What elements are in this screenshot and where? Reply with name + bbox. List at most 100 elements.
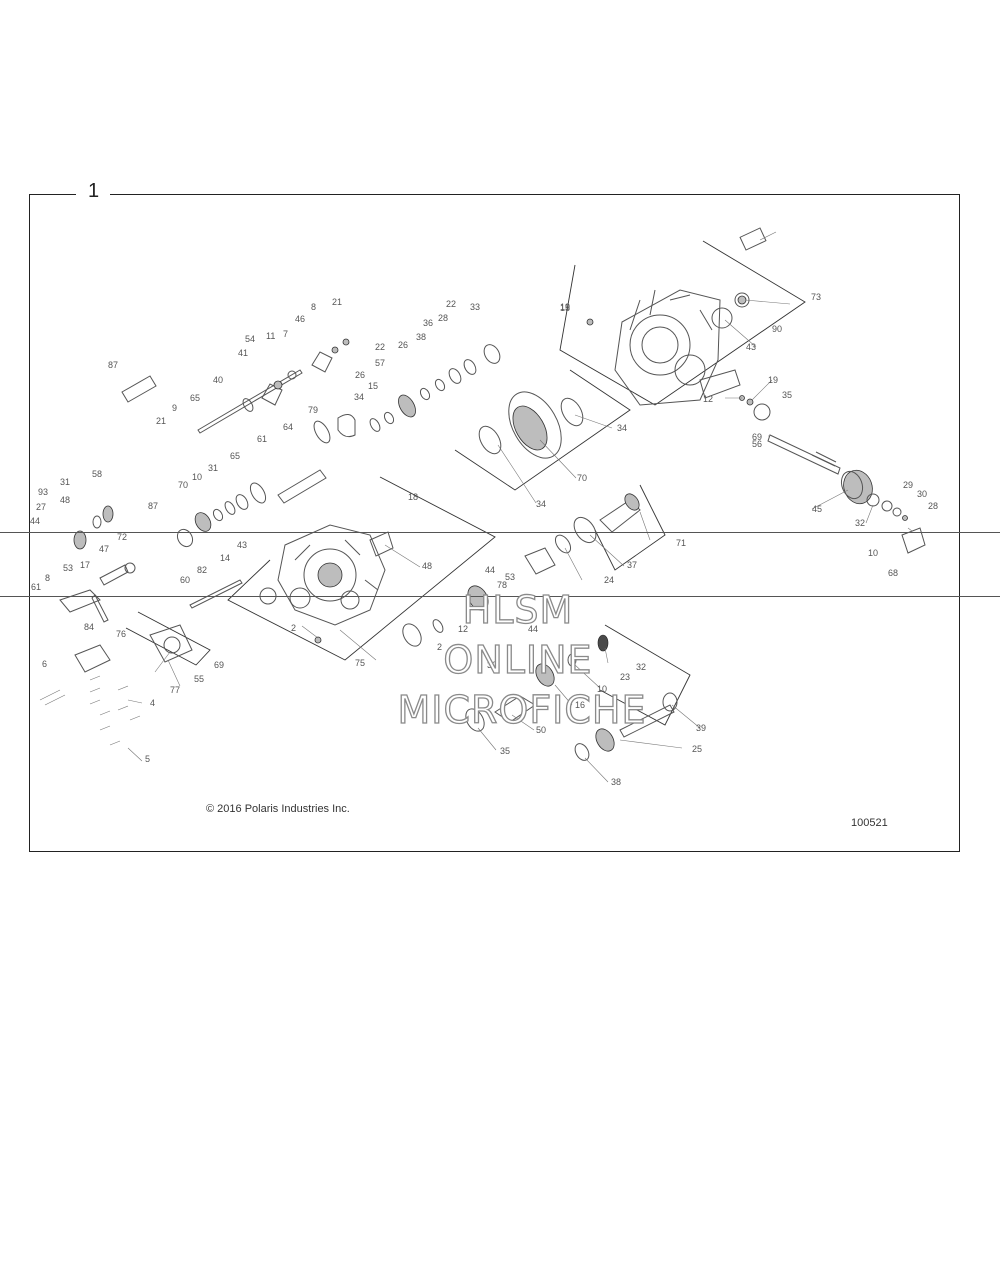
shaft-part-61 [277,469,327,504]
housing-ribs [629,289,713,331]
pinion-assembly [524,493,641,575]
frame-label-gap [76,186,110,202]
callout: 53 [505,572,515,582]
lower-gear-cluster [402,585,678,761]
bearing-part-37 [573,516,597,544]
cover-plate-part-44 [524,547,556,575]
ring-part-38 [434,378,446,392]
callout: 71 [676,538,686,548]
pinion-shaft-part-71 [599,499,641,533]
ring-part-2-lower [432,619,444,633]
shaft-splines [811,451,837,467]
drawing-number: 100521 [851,817,888,829]
callout: 31 [60,477,70,487]
ring-part-29 [881,500,893,512]
sensor-part-87 [121,375,157,403]
callout: 43 [237,540,247,550]
assembly-number: 1 [88,180,100,202]
callout: 30 [487,660,497,670]
clip-part-21 [342,338,350,346]
callout: 78 [497,580,507,590]
ring-part-34 [369,418,381,432]
callout: 65 [190,393,200,403]
pin-part-8 [331,346,339,354]
callout: 57 [375,358,385,368]
arm-part-84 [59,589,101,613]
bolt-set-part-5 [39,675,141,746]
callout: 21 [156,416,166,426]
ring-part-15 [383,411,395,425]
callout: 15 [368,381,378,391]
scan-line-upper [0,532,1000,533]
bearing-part-12-lower [402,623,422,647]
callout: 17 [80,560,90,570]
callout: 56 [752,439,762,449]
gear-part-45 [843,469,873,505]
bracket-output [599,624,691,726]
callout: 4 [150,698,155,708]
callout: 60 [180,575,190,585]
clip-part-28 [902,515,908,521]
housing-bore-small [674,354,706,386]
callout: 40 [213,375,223,385]
ring-part-10-lower [567,653,577,667]
plug-part-2 [314,636,322,644]
input-shaft-chain [176,414,356,548]
bearing-part-58 [176,528,194,548]
callout: 7 [283,329,288,339]
callout: 34 [354,392,364,402]
gear-part-30 [467,585,489,611]
callout: 12 [458,624,468,634]
callout: 55 [194,674,204,684]
ring-part-26 [419,387,431,401]
gear-part-57 [398,394,416,418]
callout: 2 [291,623,296,633]
bracket-part-60 [739,227,767,251]
callout: 22 [446,299,456,309]
main-housing-outline [277,524,386,626]
bracket-shift [125,611,211,666]
shift-fork-part-7 [261,383,283,406]
callout: 22 [375,342,385,352]
plug-part-15 [586,318,594,326]
callout: 16 [575,700,585,710]
group-brackets [125,240,806,726]
shaft-part-47 [99,564,129,586]
housing-bore-inner [641,326,679,364]
callout: 65 [230,451,240,461]
callout: 9 [172,403,177,413]
rod-part-60 [189,579,243,609]
cap-part-68 [901,527,926,554]
bracket-main-housing [227,476,496,661]
ring-gear-assembly [478,391,584,459]
callout: 70 [178,480,188,490]
left-shift-mechanism [59,505,243,673]
copyright-text: © 2016 Polaris Industries Inc. [206,803,350,815]
callout: 82 [197,565,207,575]
callout: 25 [692,744,702,754]
callout: 73 [811,292,821,302]
callout: 90 [772,324,782,334]
callout: 44 [30,516,40,526]
shaft-part-50 [494,695,536,723]
bearing-part-39 [662,692,678,712]
callout: 87 [148,501,158,511]
actuator-part-55 [149,624,193,663]
callout: 29 [903,480,913,490]
callout: 69 [214,660,224,670]
seal-part-90 [734,292,750,308]
main-housing-bore-inner [317,562,343,588]
ring-part-10 [224,501,236,515]
callout: 50 [536,725,546,735]
disc-part-64 [313,420,331,444]
main-housing-bore [303,548,357,602]
seal-part-56 [753,403,771,421]
callout: 32 [855,518,865,528]
callout: 34 [617,423,627,433]
leader-lines [127,231,913,783]
ring-part-28 [463,359,477,375]
bearing-part-33 [483,344,501,364]
callout: 61 [257,434,267,444]
